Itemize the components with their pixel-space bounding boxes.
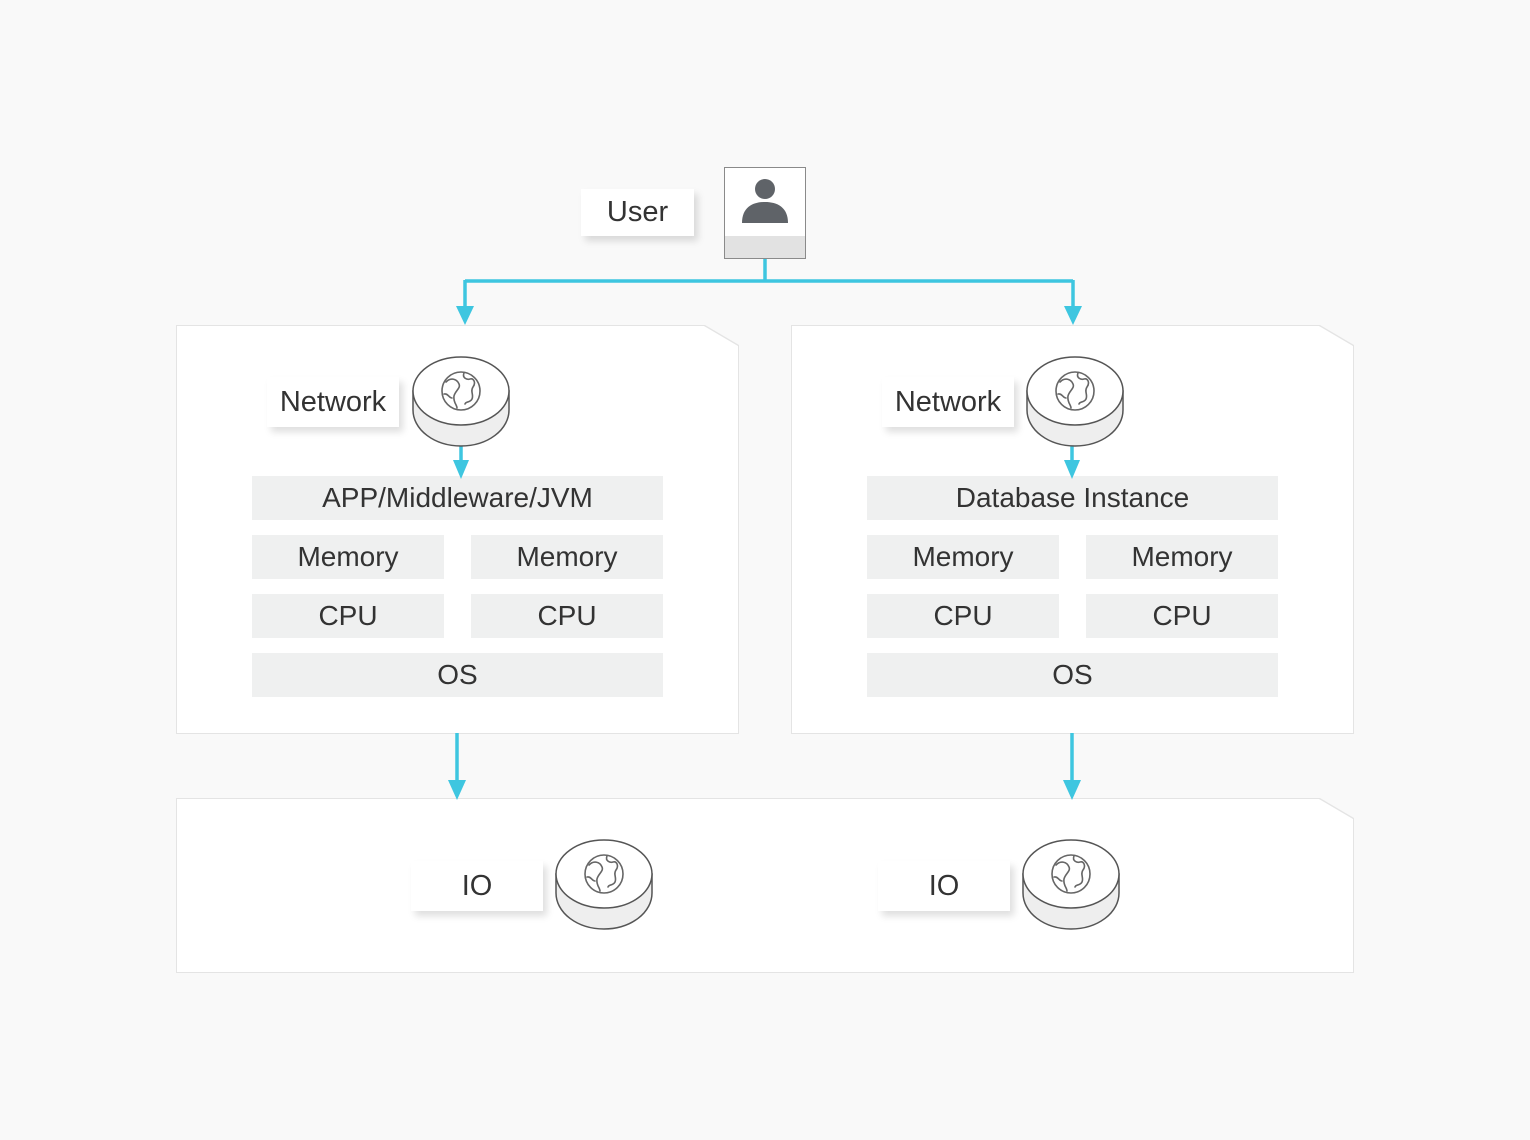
left-memory-2: Memory xyxy=(471,535,663,579)
right-memory-2: Memory xyxy=(1086,535,1278,579)
left-network-globe-icon[interactable] xyxy=(410,355,512,451)
right-memory-1: Memory xyxy=(867,535,1059,579)
user-node[interactable] xyxy=(724,167,806,259)
right-os-layer: OS xyxy=(867,653,1278,697)
right-database-instance-layer: Database Instance xyxy=(867,476,1278,520)
left-memory-1: Memory xyxy=(252,535,444,579)
user-icon xyxy=(742,179,788,223)
right-cpu-1: CPU xyxy=(867,594,1059,638)
right-io-label: IO xyxy=(878,861,1010,911)
right-network-globe-icon[interactable] xyxy=(1024,355,1126,451)
left-os-layer: OS xyxy=(252,653,663,697)
arrowhead xyxy=(456,306,474,325)
storage-panel xyxy=(177,799,1353,972)
arrowhead xyxy=(1064,306,1082,325)
left-io-label: IO xyxy=(411,861,543,911)
user-label: User xyxy=(581,189,694,236)
left-io-globe-icon[interactable] xyxy=(553,838,655,934)
right-cpu-2: CPU xyxy=(1086,594,1278,638)
left-cpu-1: CPU xyxy=(252,594,444,638)
left-cpu-2: CPU xyxy=(471,594,663,638)
arrowhead xyxy=(1063,780,1081,800)
left-app-middleware-layer: APP/Middleware/JVM xyxy=(252,476,663,520)
left-network-label: Network xyxy=(267,377,399,427)
right-network-label: Network xyxy=(882,377,1014,427)
user-node-base xyxy=(725,236,805,258)
arrowhead xyxy=(448,780,466,800)
right-io-globe-icon[interactable] xyxy=(1020,838,1122,934)
